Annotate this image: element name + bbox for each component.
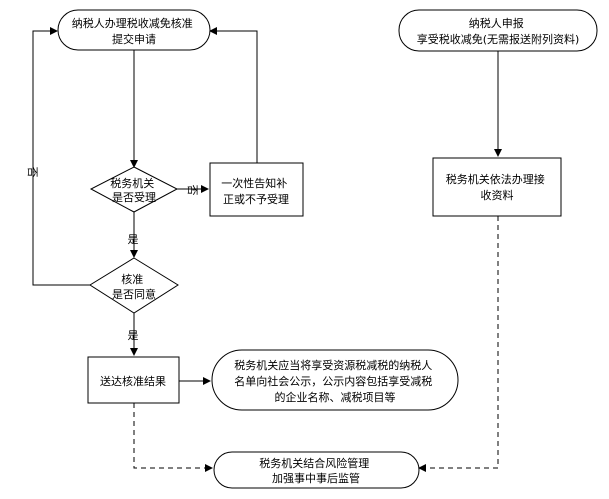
- node-notify-line-1: 一次性告知补: [221, 176, 287, 190]
- node-publicize-line-3: 的企业名称、减税项目等: [275, 390, 396, 404]
- node-declare-line-2: 享受税收减免(无需报送附列资料): [417, 32, 580, 46]
- node-accept-decision: 税务机关 是否受理: [89, 166, 179, 213]
- node-collect-line-1: 税务机关依法办理接: [446, 172, 545, 186]
- node-collect: 税务机关依法办理接 收资料: [432, 157, 562, 217]
- node-deliver: 送达核准结果: [87, 356, 180, 404]
- node-supervise-line-2: 加强事中事后监管: [272, 471, 360, 485]
- node-notify-line-2: 正或不予受理: [223, 193, 289, 206]
- svg-text:税务机关应当将享受资源税减税的纳税人 名单向社会: 税务机关应当将享受资源税减税的纳税人 名单向社会公示，公示内容包括享受减税 的企…: [234, 358, 436, 404]
- node-deliver-line-1: 送达核准结果: [100, 374, 166, 388]
- svg-text:纳税人申报 享受税收减免(无需报送附列资料): 纳税人申报 享受税收减免(无需报送附列资料): [417, 16, 580, 46]
- node-accept-line-1: 税务机关: [110, 176, 154, 190]
- svg-text:税务机关结合风险管理 加强事中事后监管: 税务机关结合风险管理 加强事中事后监管: [259, 456, 373, 485]
- svg-text:纳税人办理税收减免核准 提交申请: 纳税人办理税收减免核准 提交申请: [72, 16, 197, 46]
- edge-approve-to-submit: [32, 27, 90, 286]
- node-publicize-line-1: 税务机关应当将享受资源税减税的纳税人: [234, 358, 432, 372]
- node-submit-line-2: 提交申请: [112, 32, 156, 46]
- node-approve-decision: 核准 是否同意: [89, 257, 179, 314]
- node-declare: 纳税人申报 享受税收减免(无需报送附列资料): [398, 9, 598, 52]
- node-approve-line-2: 是否同意: [112, 287, 156, 301]
- edge-collect-to-supervise: [418, 216, 499, 472]
- label-approve-yes: 是: [128, 329, 139, 342]
- svg-text:税务机关依法办理接 收资料: 税务机关依法办理接 收资料: [446, 172, 549, 202]
- node-supervise: 税务机关结合风险管理 加强事中事后监管: [213, 451, 420, 489]
- node-approve-line-1: 核准: [121, 272, 143, 286]
- label-accept-yes: 是: [128, 233, 139, 246]
- node-notify: 一次性告知补 正或不予受理: [209, 162, 304, 217]
- node-collect-line-2: 收资料: [481, 188, 514, 202]
- svg-text:核准 是否同意: 核准 是否同意: [112, 272, 156, 301]
- svg-text:税务机关 是否受理: 税务机关 是否受理: [110, 176, 158, 204]
- edge-deliver-to-supervise: [133, 403, 213, 472]
- node-submit: 纳税人办理税收减免核准 提交申请: [57, 9, 211, 51]
- edge-notify-to-submit: [209, 27, 258, 163]
- edge-labels: 否 是 否 是: [26, 167, 199, 343]
- svg-text:一次性告知补 正或不予受理: 一次性告知补 正或不予受理: [221, 176, 291, 206]
- node-accept-line-2: 是否受理: [112, 191, 156, 204]
- svg-text:送达核准结果: 送达核准结果: [100, 374, 166, 388]
- node-supervise-line-1: 税务机关结合风险管理: [259, 456, 369, 470]
- label-approve-no: 否: [26, 167, 39, 178]
- node-submit-line-1: 纳税人办理税收减免核准: [72, 16, 193, 30]
- node-publicize: 税务机关应当将享受资源税减税的纳税人 名单向社会公示，公示内容包括享受减税 的企…: [211, 349, 459, 411]
- edges: [32, 27, 502, 472]
- node-publicize-line-2: 名单向社会公示，公示内容包括享受减税: [234, 374, 432, 388]
- label-accept-no: 否: [186, 185, 199, 196]
- node-declare-line-1: 纳税人申报: [469, 16, 524, 30]
